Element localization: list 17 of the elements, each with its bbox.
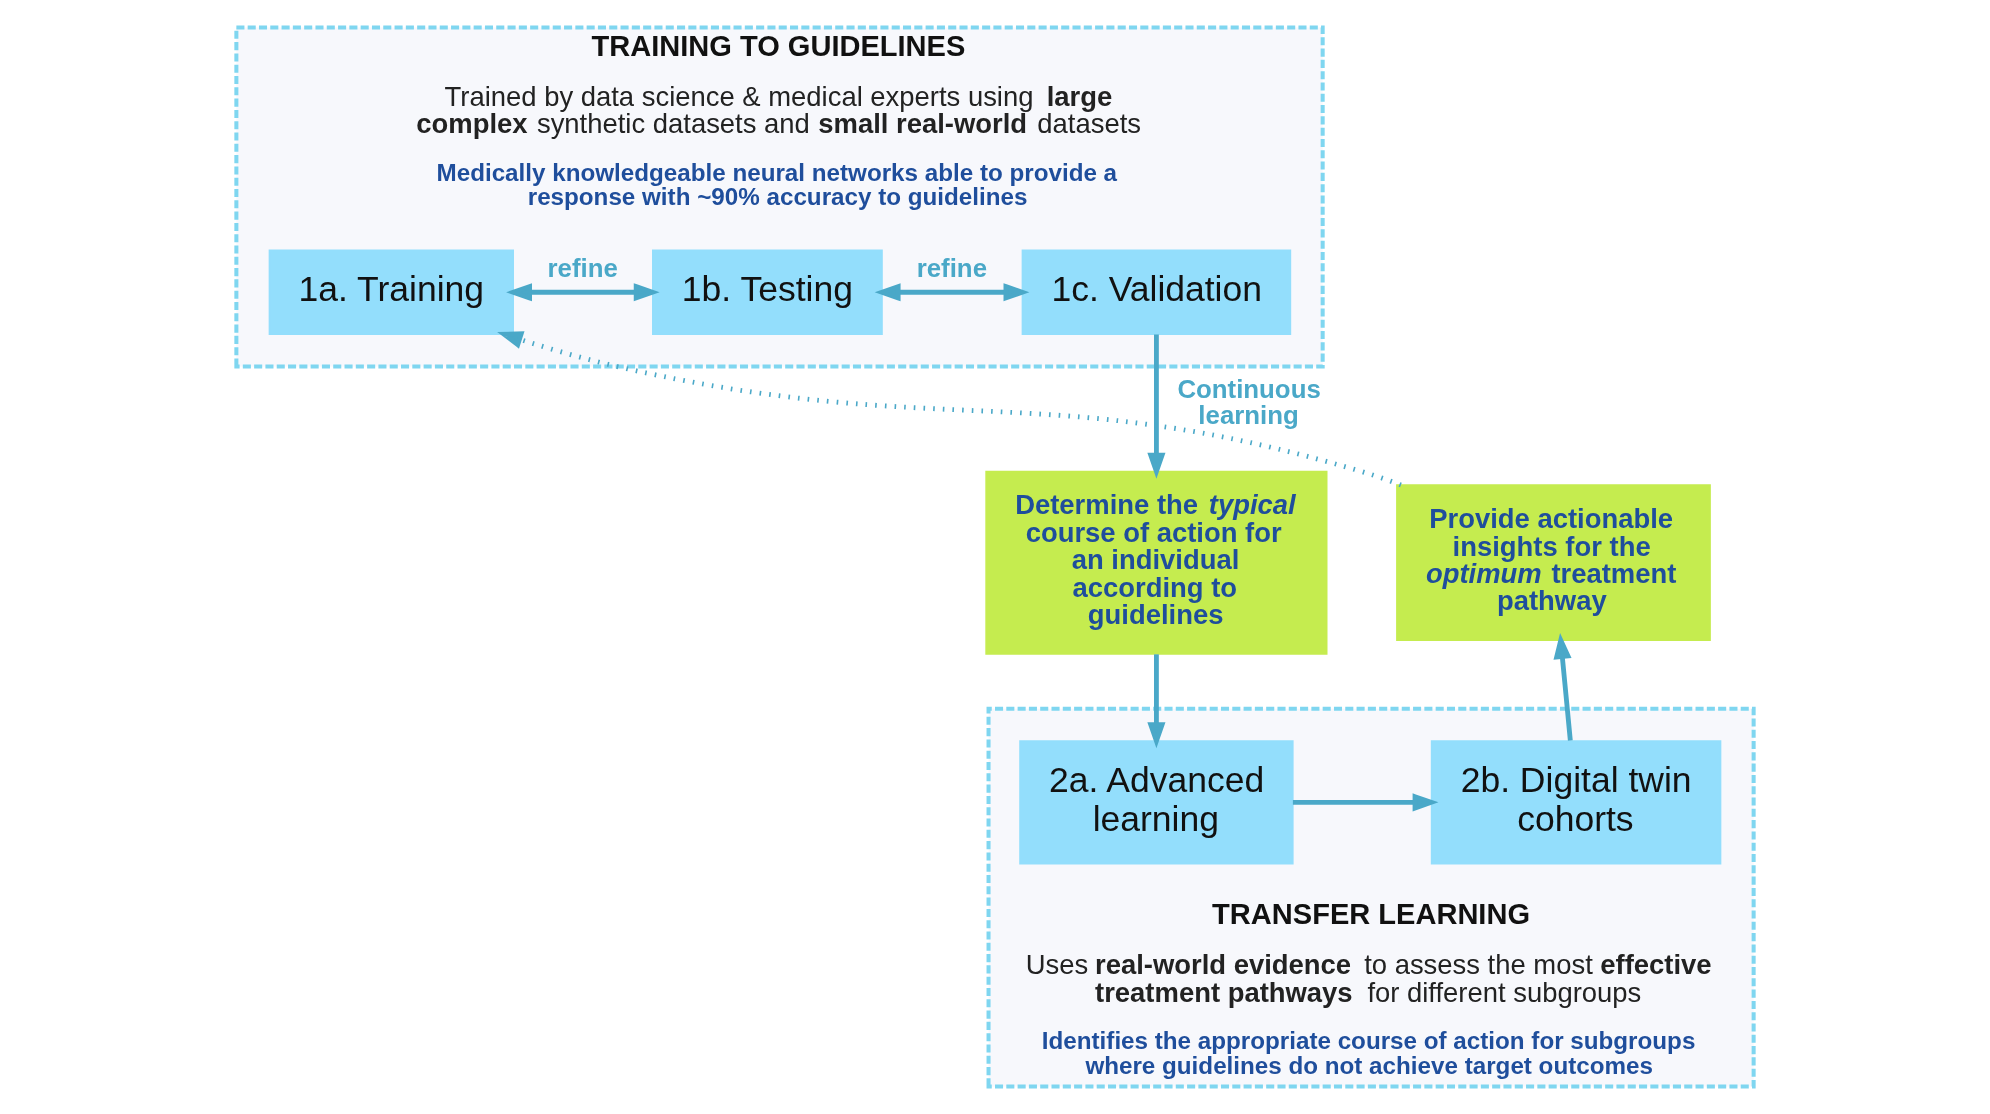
arrow [1553,633,1573,741]
arrow [1147,654,1166,749]
node-box: Determine the typical course of action for an individual according to guidelines [985,470,1328,655]
node-box: 1a. Training [268,249,514,336]
arrow [1292,793,1439,812]
edge-label: refine [547,254,618,283]
arrow [874,283,1030,302]
node-box: 2a. Advanced learning [1019,740,1294,865]
arrow [1147,334,1166,479]
edge-label: refine [916,254,988,283]
arrow [506,283,660,302]
edge-label: Continuous learning [1177,375,1321,430]
node-box: 2b. Digital twin cohorts [1430,740,1722,865]
node-box: 1c. Validation [1021,249,1292,336]
arrow [497,331,1402,488]
node-box: Provide actionable insights for the optimum treatment pathway [1396,484,1711,641]
node-box: 1b. Testing [652,249,883,336]
